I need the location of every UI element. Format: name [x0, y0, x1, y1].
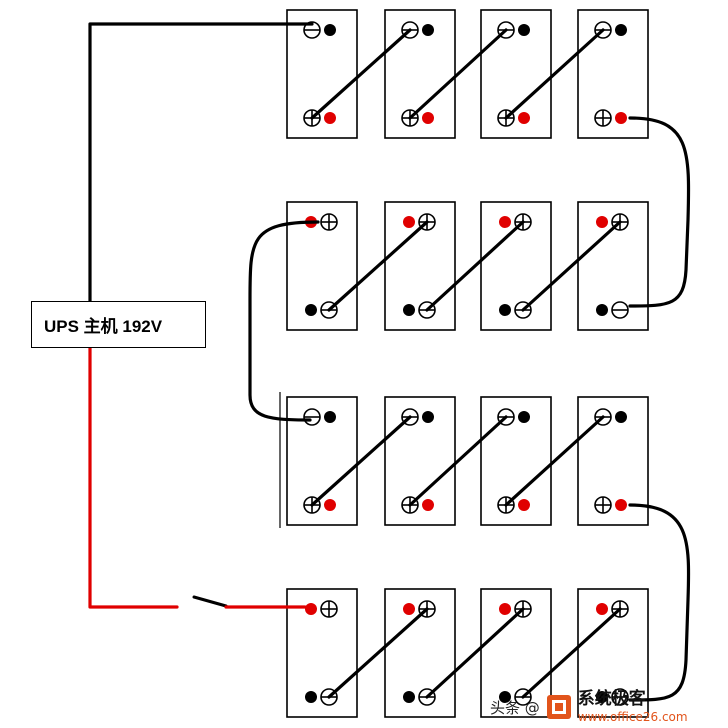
positive-post — [518, 499, 530, 511]
circled-plus-icon — [320, 600, 338, 618]
negative-post — [615, 411, 627, 423]
wiring — [88, 22, 691, 702]
positive-post — [422, 112, 434, 124]
positive-post — [518, 112, 530, 124]
watermark-text: 系统极客 www.office26.com — [577, 689, 688, 724]
office-logo-icon — [546, 695, 571, 719]
negative-post — [499, 304, 511, 316]
battery — [384, 9, 456, 139]
watermark: 头条 @ 系统极客 www.office26.com — [490, 688, 726, 726]
series-link — [408, 28, 508, 120]
battery — [480, 396, 552, 526]
battery — [286, 588, 358, 718]
battery — [384, 588, 456, 718]
negative-post — [518, 411, 530, 423]
positive-post — [305, 603, 317, 615]
battery — [577, 9, 649, 139]
circled-minus-icon — [611, 688, 629, 706]
ups-host-box: UPS 主机 192V — [31, 301, 206, 348]
row-loop — [248, 220, 320, 422]
watermark-site-cn: 系统极客 — [577, 689, 646, 709]
positive-post — [403, 216, 415, 228]
battery — [480, 201, 552, 331]
battery-case — [480, 9, 552, 139]
battery — [480, 9, 552, 139]
circled-minus-icon — [611, 301, 629, 319]
negative-post — [422, 411, 434, 423]
series-link — [408, 415, 508, 507]
battery-case — [384, 9, 456, 139]
series-link — [310, 415, 412, 507]
series-link — [504, 28, 605, 120]
battery — [286, 9, 358, 139]
positive-post — [596, 603, 608, 615]
series-link — [521, 607, 622, 699]
battery — [577, 588, 649, 718]
negative-post — [518, 24, 530, 36]
row-loop — [628, 503, 691, 702]
negative-post — [305, 304, 317, 316]
battery — [384, 396, 456, 526]
row-loop — [628, 116, 691, 308]
negative-post — [305, 691, 317, 703]
positive-post — [596, 216, 608, 228]
negative-post — [596, 304, 608, 316]
positive-post — [499, 216, 511, 228]
battery — [286, 396, 358, 526]
battery-bank — [286, 9, 649, 718]
battery-case — [286, 396, 358, 526]
series-link — [504, 415, 605, 507]
ups-label: UPS 主机 192V — [44, 317, 163, 336]
negative-post — [596, 691, 608, 703]
series-link — [327, 607, 429, 699]
battery — [384, 201, 456, 331]
watermark-prefix: 头条 @ — [490, 698, 540, 717]
watermark-site-en: www.office26.com — [577, 710, 688, 724]
battery-case — [286, 9, 358, 139]
positive-post — [615, 499, 627, 511]
series-link — [310, 28, 412, 120]
positive-post — [422, 499, 434, 511]
negative-post — [422, 24, 434, 36]
positive-post — [499, 603, 511, 615]
positive-post — [403, 603, 415, 615]
battery-case — [577, 9, 649, 139]
battery-case — [480, 396, 552, 526]
positive-post — [324, 499, 336, 511]
circled-minus-icon — [303, 408, 321, 426]
negative-post — [403, 304, 415, 316]
positive-post — [615, 112, 627, 124]
battery — [577, 396, 649, 526]
negative-lead — [88, 22, 314, 303]
negative-post — [324, 24, 336, 36]
negative-post — [403, 691, 415, 703]
series-link — [327, 220, 429, 312]
circled-plus-icon — [594, 109, 612, 127]
series-link — [425, 220, 525, 312]
negative-post — [499, 691, 511, 703]
battery — [577, 201, 649, 331]
series-link — [521, 220, 622, 312]
circled-minus-icon — [303, 21, 321, 39]
negative-post — [615, 24, 627, 36]
negative-post — [324, 411, 336, 423]
series-link — [425, 607, 525, 699]
circled-plus-icon — [320, 213, 338, 231]
circled-plus-icon — [594, 496, 612, 514]
positive-post — [324, 112, 336, 124]
open-switch-icon — [192, 595, 228, 608]
battery-case — [384, 396, 456, 526]
positive-lead — [88, 346, 179, 609]
